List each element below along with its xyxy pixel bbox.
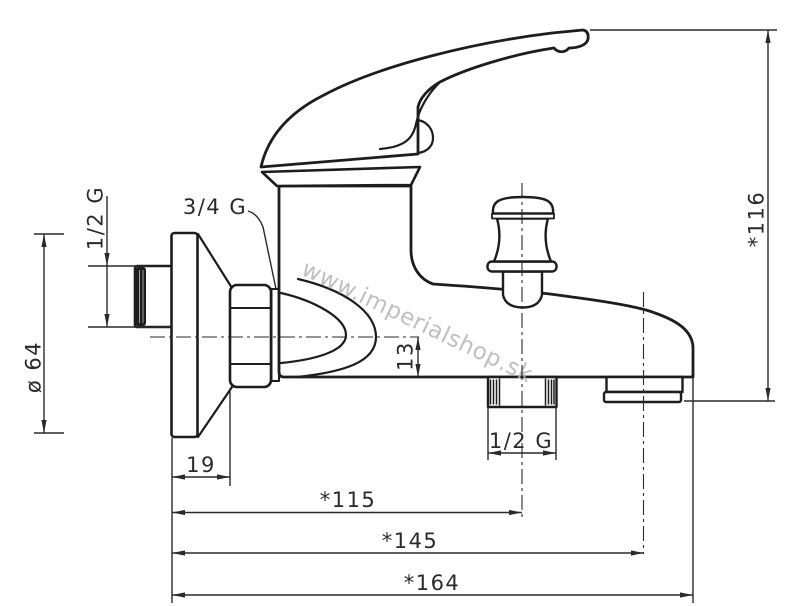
- arrow-145-right: [631, 550, 644, 556]
- body-end-cap-outer-arc: [295, 277, 378, 379]
- faucet-body-group: [277, 184, 695, 409]
- handle-side-button: [416, 118, 435, 155]
- dimension-labels: 3/4 G 1/2 G ø 64 *116 13 19 1/2 G *115 *…: [21, 186, 768, 595]
- label-width-to-spout-center: *145: [382, 529, 439, 553]
- handle-collar: [260, 165, 422, 188]
- escutcheon-cone-top-edge: [196, 232, 234, 290]
- escutcheon-plate: [170, 231, 199, 439]
- arrow-145-left: [172, 550, 185, 556]
- arrow-flange-top: [41, 234, 47, 247]
- centerlines: [150, 183, 645, 554]
- lever-handle: [259, 28, 590, 169]
- thread-hatch-highlights: [139, 270, 144, 323]
- label-shower-outlet-thread: 1/2 G: [489, 429, 553, 453]
- arrow-outlet-thread-left: [488, 450, 501, 456]
- arrow-spout-drop-top: [415, 337, 421, 350]
- hex-nut-facet-lines: [230, 307, 271, 365]
- label-spout-drop: 13: [393, 341, 417, 371]
- dimension-arrows: [41, 30, 771, 598]
- arrow-wall-thread-bottom: [104, 314, 110, 327]
- arrow-wall-thread-top: [104, 253, 110, 266]
- label-flange-diameter: ø 64: [21, 341, 45, 393]
- faucet-body: [277, 184, 695, 379]
- spout-aerator-cap: [602, 390, 683, 404]
- leader-line-mount-thread: [247, 210, 277, 290]
- arrow-height-bottom: [765, 388, 771, 401]
- shower-outlet-thread-hatch: [489, 378, 555, 406]
- arrow-spout-drop-bottom: [415, 364, 421, 377]
- body-end-cap-inner-arc: [279, 291, 348, 365]
- label-overall-width: *164: [404, 571, 461, 595]
- label-overall-height: *116: [744, 191, 768, 248]
- diverter-cap: [491, 195, 555, 215]
- escutcheon-cone-bottom-edge: [196, 385, 234, 439]
- arrow-flange-depth-right: [217, 474, 230, 480]
- arrow-flange-depth-left: [172, 474, 185, 480]
- wall-nipple-thread-hatch: [135, 267, 146, 326]
- wall-mount-assembly: [133, 231, 280, 439]
- arrow-outlet-thread-right: [543, 450, 556, 456]
- dim-line-flange-diameter: [34, 233, 64, 434]
- dim-line-wall-thread: [88, 196, 170, 328]
- arrow-height-top: [765, 30, 771, 43]
- hex-nut: [228, 283, 273, 389]
- arrow-115-right: [509, 509, 522, 516]
- arrow-164-right: [680, 592, 693, 598]
- label-width-to-shower-outlet: *115: [320, 488, 377, 512]
- arrow-164-left: [172, 592, 185, 598]
- handle-crease-line: [378, 80, 442, 151]
- spout-aerator-step: [605, 375, 684, 394]
- arrow-115-left: [172, 509, 185, 516]
- label-wall-thread: 1/2 G: [83, 186, 107, 250]
- label-flange-depth: 19: [186, 453, 216, 477]
- label-mount-thread: 3/4 G: [183, 195, 247, 219]
- arrow-flange-bottom: [41, 420, 47, 433]
- dimension-lines: [34, 29, 777, 603]
- handle-group: [259, 28, 590, 188]
